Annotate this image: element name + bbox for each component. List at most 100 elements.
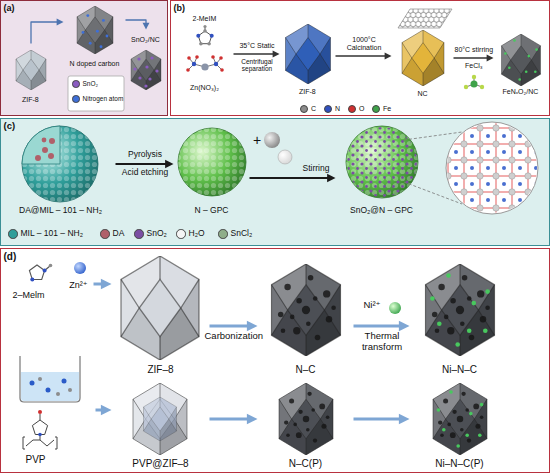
edge-label: 35°C Static <box>239 42 274 50</box>
legend-text: SnO₂ <box>147 229 167 238</box>
pores <box>438 392 483 443</box>
annotation-label: Centrifugal separation <box>234 58 280 73</box>
structure-node: N doped carbon <box>64 2 126 72</box>
structure-label: N–C <box>295 364 315 376</box>
legend-item: SnCl₂ <box>218 229 252 239</box>
legend-text: Nitrogen atom <box>83 95 124 102</box>
structure-node: N – GPC <box>174 124 250 220</box>
structure-label: SnO₂@N – GPC <box>350 206 413 216</box>
structure-label: N doped carbon <box>70 60 120 68</box>
connector-line <box>354 325 402 328</box>
arrow-head <box>247 321 258 332</box>
zinc-nitrate-molecule <box>186 55 224 72</box>
nitrogen-dots <box>82 14 109 48</box>
panel-tag: (a) <box>4 3 15 13</box>
annotation-label: + <box>253 132 261 148</box>
panel-tag: (b) <box>174 3 186 13</box>
legend-item: MIL – 101 – NH₂ <box>8 229 83 239</box>
crystal-lattice <box>447 123 537 213</box>
legend-item: H₂O <box>176 229 205 239</box>
mil-sphere <box>22 126 98 202</box>
sno2-nc-crystal <box>131 50 161 90</box>
connector-line <box>250 177 329 179</box>
methylimidazole-molecule <box>29 264 52 282</box>
n-c-crystal <box>272 264 341 356</box>
connector-line <box>234 53 275 54</box>
structure-node: N–C <box>258 256 354 378</box>
legend-item: SnO₂ <box>72 80 98 88</box>
structure-label: 2-MeIM <box>193 15 217 23</box>
structure-node: ZIF-8 <box>4 44 58 110</box>
connector <box>454 55 494 62</box>
sno2-particles <box>347 127 417 197</box>
arrow-head <box>101 405 112 416</box>
pvp-zif8-crystal <box>133 383 187 455</box>
legend-swatch <box>72 80 80 88</box>
legend-text: N <box>335 105 340 113</box>
n-gpc-sphere <box>178 128 246 196</box>
n-doped-carbon <box>77 6 113 54</box>
arrow-head <box>247 414 258 425</box>
edge-label: Pyrolysis <box>128 150 162 160</box>
structure-node: 2–Melm Zn²⁺ <box>6 258 94 310</box>
legend-text: O <box>359 105 364 113</box>
connector-line <box>354 418 402 421</box>
structure-label: N – GPC <box>194 206 228 216</box>
panel-ground <box>0 118 550 246</box>
lattice-zoom <box>446 122 538 214</box>
nickel-ion <box>389 302 401 314</box>
ferric-chloride-molecule <box>464 75 484 89</box>
structure-node: ZIF-8 <box>280 18 336 102</box>
fe-nc-crystal <box>502 34 541 86</box>
ni-dots <box>430 273 490 347</box>
annotation-label: FeCl₃ <box>465 62 483 70</box>
legend-swatch <box>348 105 356 113</box>
methylimidazole-molecule <box>196 25 213 46</box>
zif8-crystal <box>16 50 46 90</box>
panel: (d)2–MelmZn²⁺ZIF–8N–CNi–N–CPVPPVP@ZIF–8N… <box>0 248 550 473</box>
pvp-molecule <box>23 410 57 449</box>
panel-tag: (c) <box>4 121 16 132</box>
ni-n-c-p-crystal <box>433 383 487 455</box>
zif8-crystal <box>121 256 199 360</box>
arrow-head <box>143 23 150 30</box>
structure-label: 2–Melm <box>12 290 44 300</box>
panel-ground <box>0 0 168 116</box>
legend-swatch <box>100 229 110 239</box>
structure-label: Zn²⁺ <box>69 280 87 290</box>
connector-line <box>336 55 387 56</box>
beaker <box>20 356 80 402</box>
structure-label: ZIF-8 <box>299 88 316 96</box>
solution-particles <box>30 377 73 396</box>
structure-node: FeNₓO₂/NC <box>494 28 548 102</box>
legend-swatch <box>372 105 380 113</box>
structure-node: 2-MeIM Zn(NO₃)₂ <box>176 14 234 100</box>
legend-swatch <box>176 229 186 239</box>
connector <box>336 53 392 60</box>
arrow-head <box>165 160 173 168</box>
panel-tag: (d) <box>4 251 17 263</box>
structure-label: Ni–N–C <box>442 364 477 376</box>
structure-label: Zn(NO₃)₂ <box>190 84 219 92</box>
legend-item: C <box>300 105 316 113</box>
structure-node: PVP@ZIF–8 <box>112 382 210 471</box>
structure-label: PVP@ZIF–8 <box>132 458 188 470</box>
arrow-head <box>399 414 410 425</box>
sno2-n-gpc-sphere <box>346 126 418 198</box>
zif8-crystal <box>286 24 331 84</box>
legend-item: SnO₂ <box>134 229 167 239</box>
legend-item: Nitrogen atom <box>72 95 123 103</box>
pores <box>432 275 490 340</box>
connector <box>210 321 258 332</box>
legend-swatch <box>134 229 144 239</box>
structure-label: N–C(P) <box>289 458 322 470</box>
n-c-p-crystal <box>279 383 333 455</box>
connector <box>234 51 280 58</box>
structure-node: ZIF–8 <box>112 252 210 378</box>
arrow-head <box>487 55 494 62</box>
structure-label: ZIF–8 <box>147 364 173 376</box>
annotation-label: Ni²⁺ <box>363 300 380 311</box>
ni-dots <box>437 390 484 448</box>
structure-node: SnO₂@N – GPC <box>336 124 428 220</box>
